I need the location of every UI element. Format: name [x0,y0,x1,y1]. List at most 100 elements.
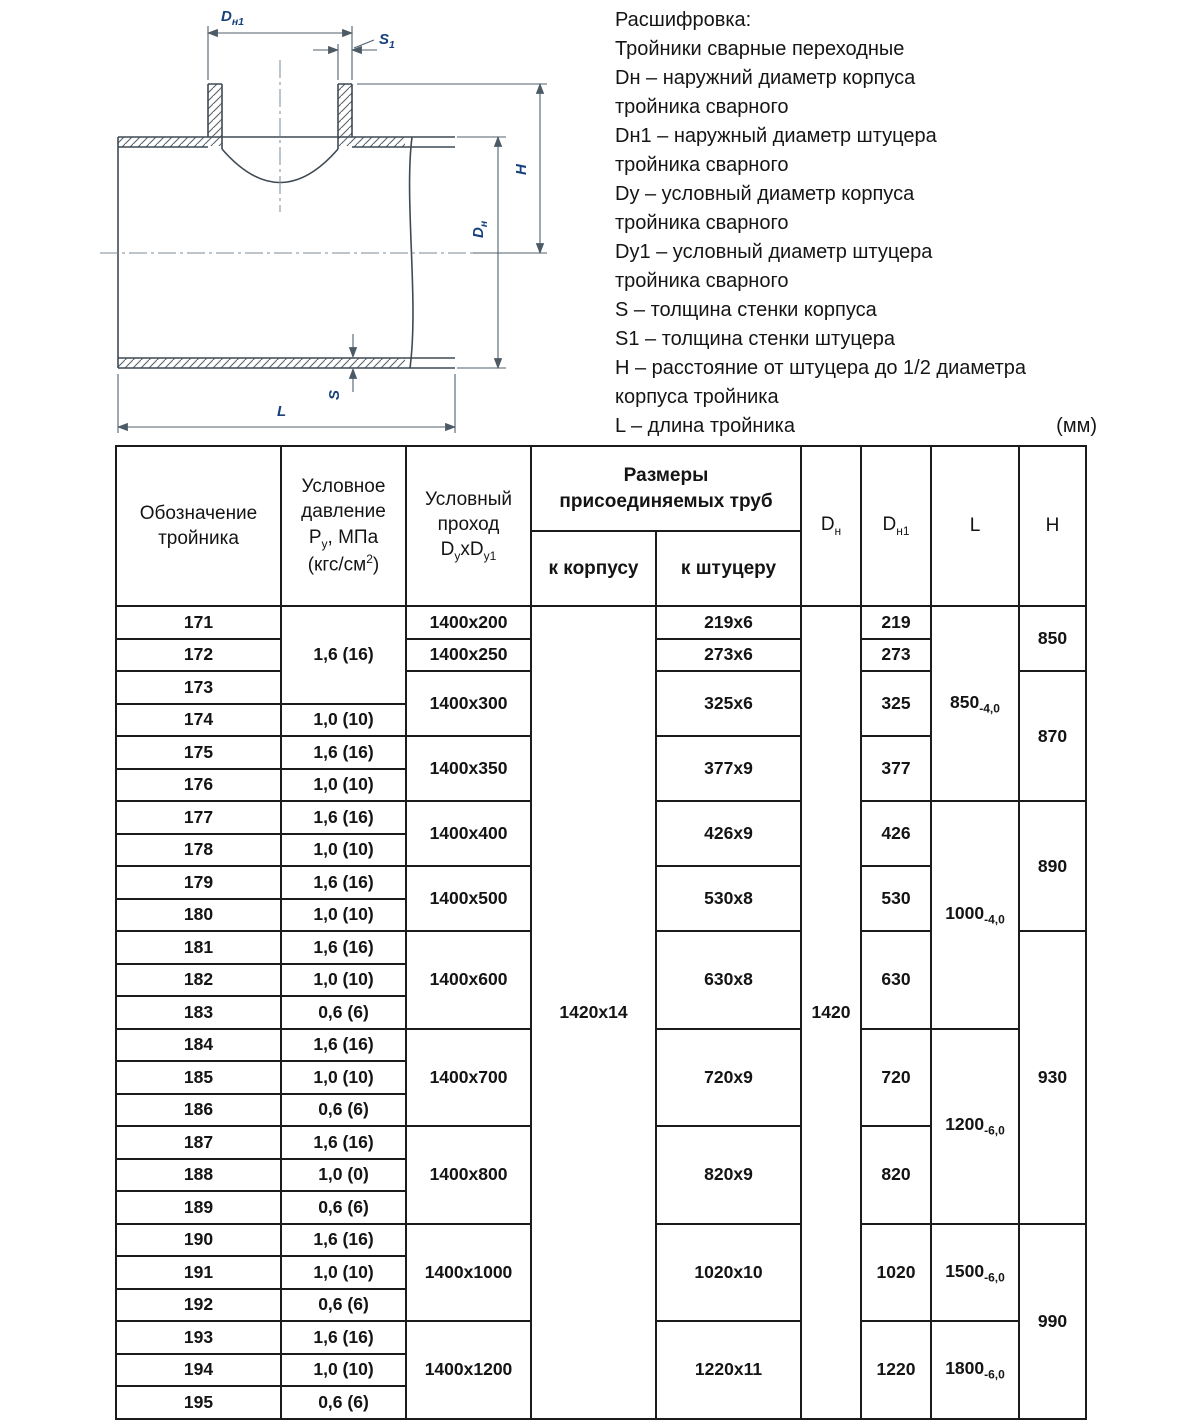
cell-designation: 178 [115,832,282,867]
cell-pressure: 1,0 (10) [280,962,407,997]
legend-line: S1 – толщина стенки штуцера [615,328,895,350]
cell-pressure: 1,6 (16) [280,1125,407,1160]
tee-outline [117,83,455,369]
cell-l: 850-4,0 [930,605,1020,802]
cell-pass: 1400x300 [405,670,532,737]
cell-dn1: 426 [860,800,932,867]
unit-note: (мм) [1056,415,1097,437]
legend-line: L – длина тройника(мм) [615,412,1097,441]
cell-designation: 171 [115,605,282,640]
cell-designation: 188 [115,1157,282,1192]
cell-pass: 1400x250 [405,637,532,672]
cell-designation: 187 [115,1125,282,1160]
cell-pressure: 0,6 (6) [280,1287,407,1322]
legend-line: Dн1 – наружный диаметр штуцера [615,125,937,147]
cell-pass: 1400x800 [405,1125,532,1225]
cell-pressure: 1,6 (16) [280,605,407,705]
cell-h: 890 [1018,800,1087,932]
cell-pass: 1400x400 [405,800,532,867]
cell-pass: 1400x500 [405,865,532,932]
tee-diagram: Dн1 S1 H Dн S L [100,8,547,433]
cell-l: 1000-4,0 [930,800,1020,1030]
cell-h: 990 [1018,1222,1087,1420]
legend-line: Dу1 – условный диаметр штуцера [615,241,933,263]
dim-label-s1: S1 [379,31,395,51]
cell-stub: 325x6 [655,670,802,737]
cell-h: 850 [1018,605,1087,672]
cell-dn1: 1220 [860,1320,932,1420]
cell-designation: 183 [115,995,282,1030]
cell-pressure: 1,6 (16) [280,865,407,900]
cell-stub: 377x9 [655,735,802,802]
cell-h: 930 [1018,930,1087,1225]
legend-line: тройника сварного [615,96,789,118]
cell-l: 1800-6,0 [930,1320,1020,1420]
centerlines [100,60,473,254]
cell-dn: 1420 [800,605,862,1420]
cell-stub: 426x9 [655,800,802,867]
col-header-dn1: Dн1 [860,445,932,607]
cell-dn1: 820 [860,1125,932,1225]
cell-l: 1200-6,0 [930,1027,1020,1225]
cell-dn1: 720 [860,1027,932,1127]
cell-pressure: 1,0 (10) [280,897,407,932]
dim-label-h: H [513,163,530,175]
col-header-to-stub: к штуцеру [655,530,802,607]
cell-dn1: 630 [860,930,932,1030]
cell-l: 1500-6,0 [930,1222,1020,1322]
cell-dn1: 325 [860,670,932,737]
cell-pressure: 1,0 (10) [280,1255,407,1290]
legend-line: корпуса тройника [615,386,779,408]
cell-dn1: 219 [860,605,932,640]
legend-line: S – толщина стенки корпуса [615,299,877,321]
col-header-h: H [1018,445,1087,607]
cell-designation: 172 [115,637,282,672]
cell-stub: 219x6 [655,605,802,640]
cell-designation: 174 [115,702,282,737]
cell-designation: 180 [115,897,282,932]
cell-designation: 184 [115,1027,282,1062]
dimension-lines [116,26,547,433]
cell-designation: 190 [115,1222,282,1257]
cell-designation: 194 [115,1352,282,1387]
cell-pressure: 1,0 (10) [280,767,407,802]
cell-designation: 182 [115,962,282,997]
cell-designation: 176 [115,767,282,802]
cell-stub: 530x8 [655,865,802,932]
cell-designation: 192 [115,1287,282,1322]
dim-label-dn: Dн [470,220,490,238]
col-header-to-body: к корпусу [530,530,657,607]
cell-stub: 720x9 [655,1027,802,1127]
cell-pressure: 1,6 (16) [280,1222,407,1257]
cell-pressure: 0,6 (6) [280,995,407,1030]
cell-stub: 820x9 [655,1125,802,1225]
cell-pass: 1400x600 [405,930,532,1030]
cell-pressure: 1,0 (0) [280,1157,407,1192]
dim-label-s: S [326,390,343,400]
col-header-l: L [930,445,1020,607]
cell-pressure: 1,0 (10) [280,702,407,737]
cell-designation: 185 [115,1060,282,1095]
